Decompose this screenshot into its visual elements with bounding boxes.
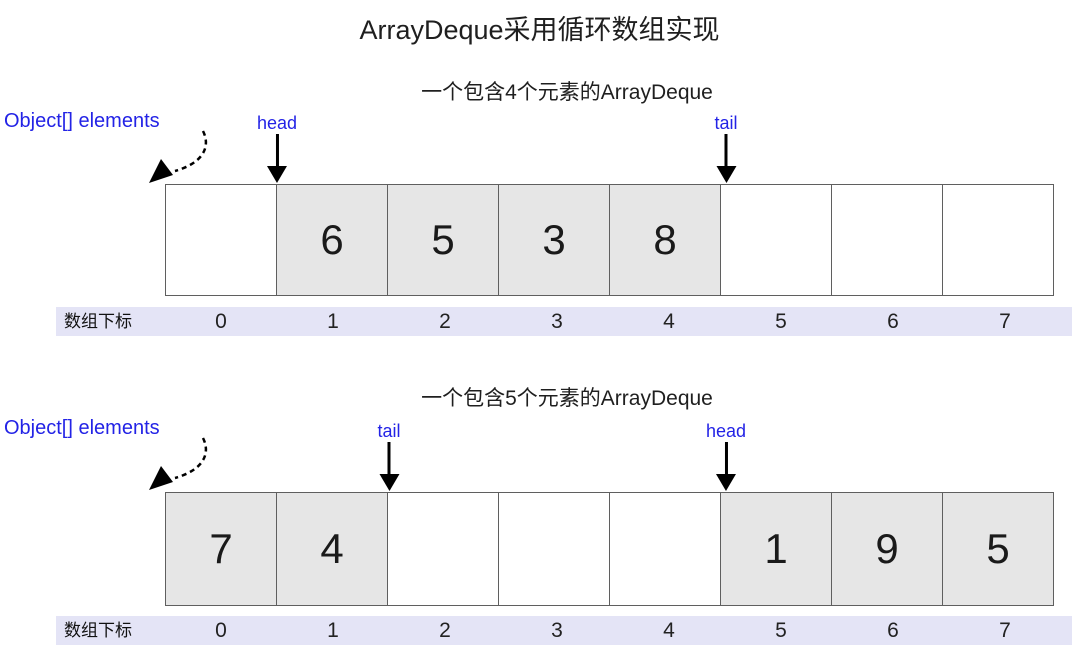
diagram2-head-pointer: head [706,420,746,491]
head-pointer-label: head [256,113,298,133]
diagram1-index-band: 数组下标 0 1 2 3 4 5 6 7 [56,307,1072,336]
diagram2-array: 7 4 1 9 5 [165,492,1054,606]
index-number: 1 [327,619,339,642]
diagram2-elements-label: Object[] elements [4,417,160,439]
index-number: 3 [551,310,563,333]
index-number: 2 [439,619,451,642]
diagram1-array: 6 5 3 8 [165,184,1054,296]
down-arrowhead-icon [715,474,736,491]
index-number: 4 [663,310,675,333]
array-cell [609,492,721,606]
tail-pointer-label: tail [377,421,401,441]
index-number: 3 [551,619,563,642]
down-arrow-icon [275,134,279,166]
array-cell [831,184,943,296]
array-cell: 6 [276,184,388,296]
index-number: 6 [887,310,899,333]
down-arrow-icon [387,442,391,474]
array-cell: 1 [720,492,832,606]
diagram1-index-numbers: 0 1 2 3 4 5 6 7 [165,307,1061,336]
array-cell: 5 [942,492,1054,606]
array-cell: 3 [498,184,610,296]
diagram2-index-numbers: 0 1 2 3 4 5 6 7 [165,616,1061,645]
diagram2-tail-pointer: tail [377,420,401,491]
down-arrowhead-icon [266,166,287,183]
diagram2-index-band: 数组下标 0 1 2 3 4 5 6 7 [56,616,1072,645]
index-number: 0 [215,310,227,333]
index-number: 0 [215,619,227,642]
index-number: 2 [439,310,451,333]
diagram1-subtitle: 一个包含4个元素的ArrayDeque [421,81,713,104]
array-cell: 5 [387,184,499,296]
down-arrowhead-icon [378,474,399,491]
array-cell [942,184,1054,296]
diagram2-subtitle: 一个包含5个元素的ArrayDeque [421,387,713,410]
index-row-caption: 数组下标 [64,621,132,640]
index-number: 5 [775,310,787,333]
diagram1-elements-label: Object[] elements [4,110,160,132]
index-number: 1 [327,310,339,333]
index-number: 7 [999,310,1011,333]
diagram1-tail-pointer: tail [714,112,738,183]
array-cell: 8 [609,184,721,296]
diagram1-head-pointer: head [257,112,297,183]
tail-pointer-label: tail [714,113,738,133]
array-cell: 7 [165,492,277,606]
array-cell [498,492,610,606]
index-row-caption: 数组下标 [64,312,132,331]
array-cell [720,184,832,296]
index-number: 7 [999,619,1011,642]
index-number: 5 [775,619,787,642]
array-cell: 9 [831,492,943,606]
array-cell [165,184,277,296]
index-number: 6 [887,619,899,642]
down-arrow-icon [724,134,728,166]
index-number: 4 [663,619,675,642]
dashed-curve-arrow-icon [149,130,208,183]
down-arrow-icon [724,442,728,474]
array-cell [387,492,499,606]
down-arrowhead-icon [715,166,736,183]
array-cell: 4 [276,492,388,606]
head-pointer-label: head [705,421,747,441]
dashed-curve-arrow-icon [149,437,208,490]
page-title: ArrayDeque采用循环数组实现 [359,15,720,45]
